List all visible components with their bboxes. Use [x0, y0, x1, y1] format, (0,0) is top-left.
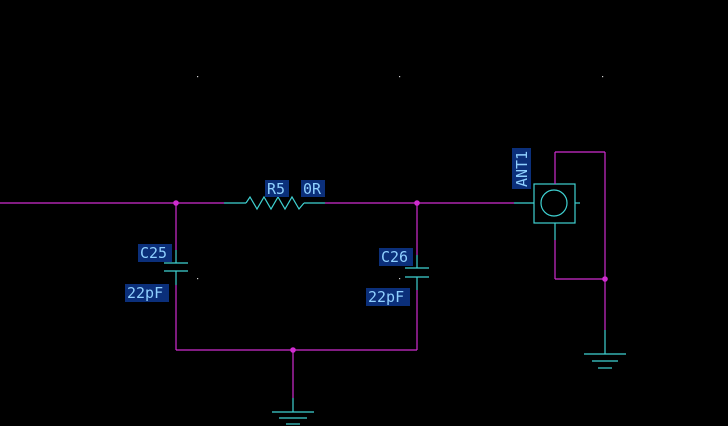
junction-dots [173, 200, 608, 353]
antenna-ant1[interactable] [514, 183, 580, 240]
c26-designator-text: C26 [381, 248, 408, 266]
ground-symbol-right[interactable] [584, 330, 626, 369]
label-c26-designator[interactable]: C26 [379, 248, 413, 266]
junction-dot-antenna [602, 276, 608, 282]
label-ant1-designator[interactable]: ANT1 [512, 148, 531, 189]
c25-designator-text: C25 [140, 244, 167, 262]
junction-dot-bottom [290, 347, 296, 353]
c26-value-text: 22pF [368, 288, 404, 306]
junction-dot-left [173, 200, 179, 206]
label-c25-value[interactable]: 22pF [125, 284, 169, 302]
c25-value-text: 22pF [127, 284, 163, 302]
capacitor-c26[interactable] [405, 203, 429, 350]
junction-dot-right [414, 200, 420, 206]
ground-symbol-center[interactable] [272, 398, 314, 425]
grid-dots [197, 76, 604, 280]
capacitor-c25[interactable] [164, 203, 188, 350]
antenna-frame-wire[interactable] [554, 151, 606, 330]
ant1-designator-text: ANT1 [513, 151, 531, 187]
resistor-r5[interactable] [224, 195, 325, 211]
label-r5-value[interactable]: 0R [301, 180, 325, 198]
label-c25-designator[interactable]: C25 [138, 244, 172, 262]
r5-designator-text: R5 [267, 180, 285, 198]
capacitor-ground-wire[interactable] [176, 349, 417, 398]
label-r5-designator[interactable]: R5 [265, 180, 289, 198]
r5-value-text: 0R [303, 180, 322, 198]
label-c26-value[interactable]: 22pF [366, 288, 410, 306]
